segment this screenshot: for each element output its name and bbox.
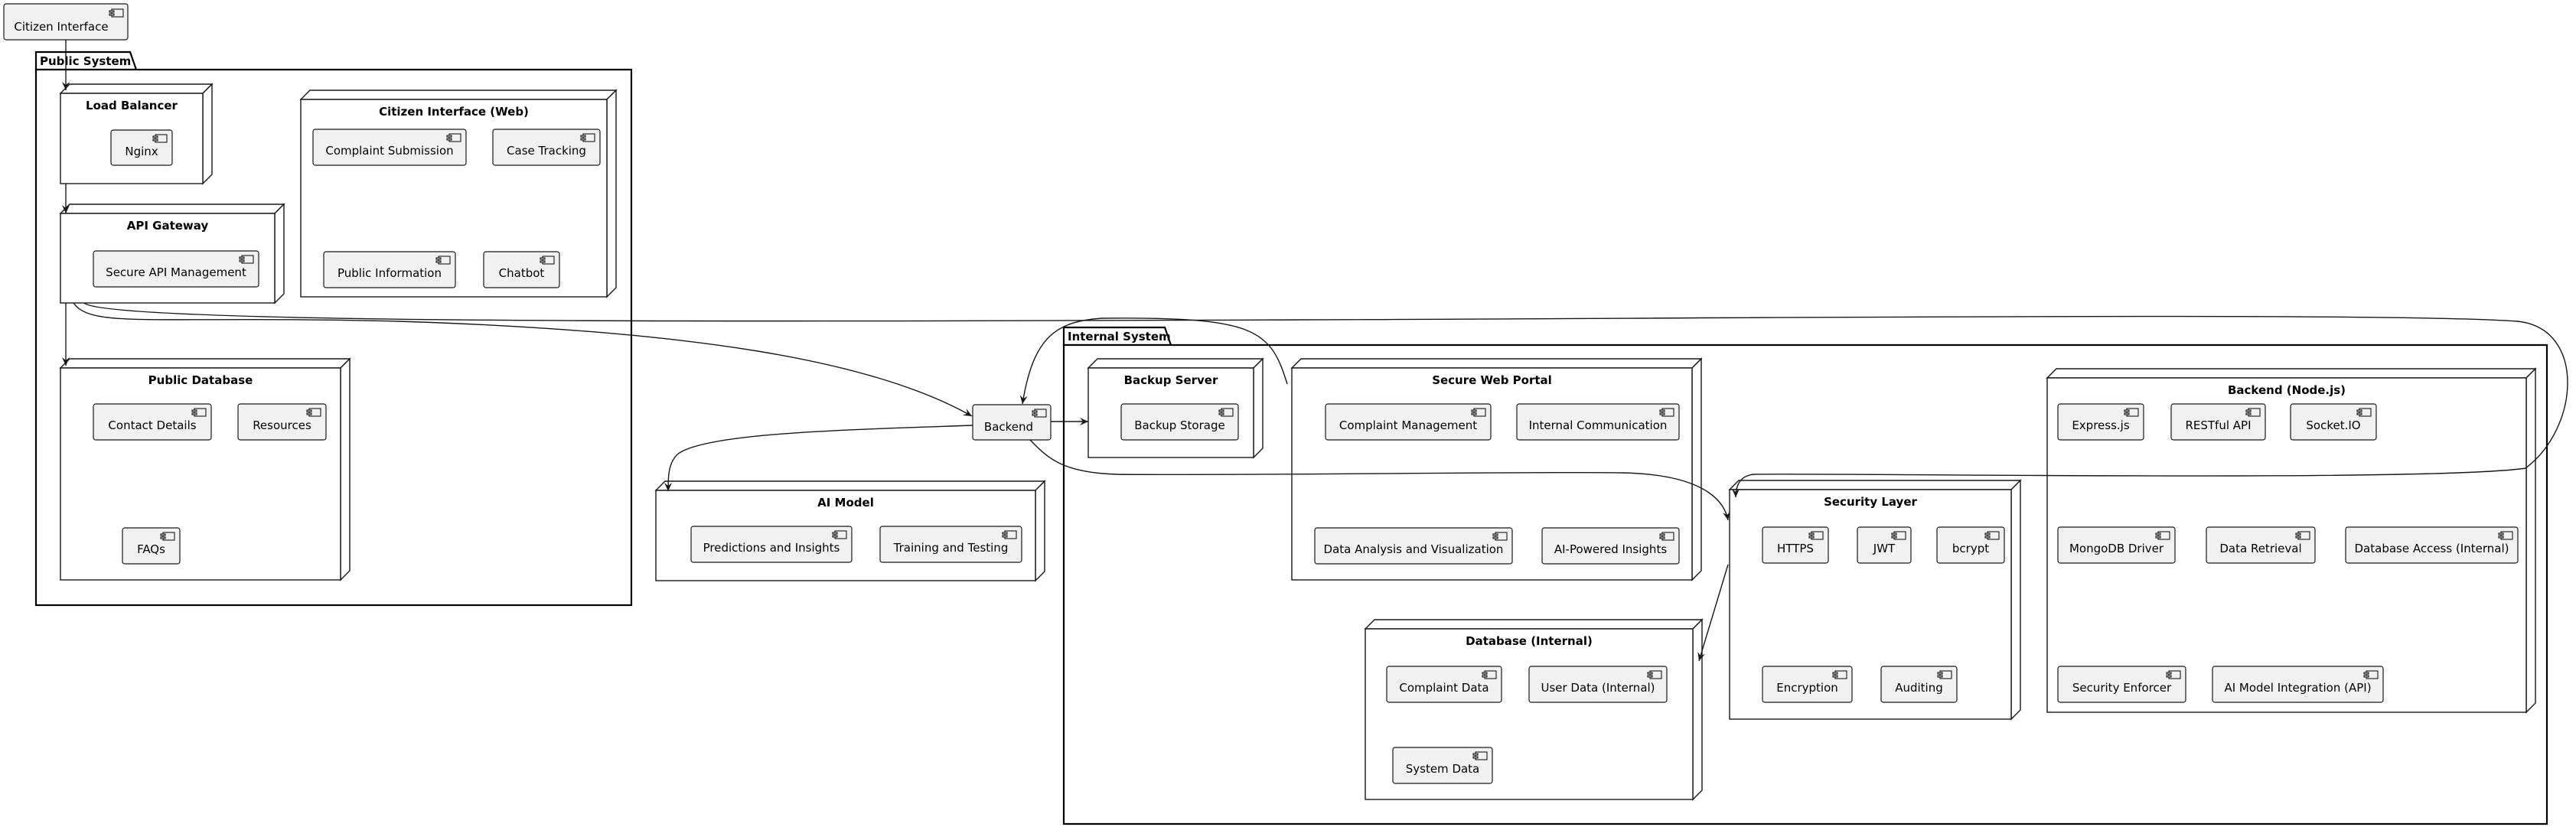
- component-backup-storage[interactable]: Backup Storage: [1120, 403, 1239, 441]
- node-title: Security Layer: [1824, 495, 1917, 509]
- node-title: Public Database: [148, 373, 253, 387]
- node-title: Backup Server: [1124, 373, 1218, 387]
- component-label: User Data (Internal): [1541, 681, 1655, 695]
- component-label: RESTful API: [2185, 418, 2251, 432]
- component-internal-communication[interactable]: Internal Communication: [1516, 403, 1680, 441]
- node-title: Load Balancer: [86, 99, 178, 112]
- component-label: Chatbot: [499, 266, 545, 280]
- component-label: AI-Powered Insights: [1554, 542, 1667, 556]
- component-encryption[interactable]: Encryption: [1762, 666, 1853, 703]
- component-label: Complaint Submission: [325, 144, 453, 158]
- component-label: Internal Communication: [1529, 418, 1668, 432]
- component-label: Complaint Data: [1399, 681, 1489, 695]
- node-title: Backend (Node.js): [2228, 383, 2346, 397]
- component-restful-api[interactable]: RESTful API: [2170, 403, 2266, 441]
- component-chatbot[interactable]: Chatbot: [483, 251, 560, 288]
- component-complaint-management[interactable]: Complaint Management: [1325, 403, 1492, 441]
- component-label: Contact Details: [108, 418, 196, 432]
- component-label: Resources: [253, 418, 311, 432]
- component-nginx[interactable]: Nginx: [110, 129, 173, 166]
- component-label: Training and Testing: [893, 541, 1009, 555]
- edge-backend-to-aimodel: [664, 425, 973, 492]
- component-label: HTTPS: [1777, 542, 1814, 555]
- component-predictions-and-insights[interactable]: Predictions and Insights: [690, 526, 853, 563]
- component-label: Complaint Management: [1339, 418, 1477, 432]
- node-backend-node[interactable]: Backend (Node.js) Express.js RESTful API So…: [2046, 367, 2537, 714]
- component-public-information[interactable]: Public Information: [323, 251, 456, 288]
- node-title: Citizen Interface (Web): [379, 105, 529, 119]
- connections: [62, 40, 2568, 662]
- edge-portal-to-backend: [1019, 317, 1288, 405]
- component-security-enforcer[interactable]: Security Enforcer: [2057, 666, 2186, 703]
- node-title: API Gateway: [127, 219, 209, 233]
- component-label: Socket.IO: [2306, 418, 2360, 432]
- component-data-analysis-and-visualization[interactable]: Data Analysis and Visualization: [1314, 527, 1513, 565]
- component-label: Secure API Management: [106, 265, 246, 279]
- component-backend[interactable]: Backend: [972, 404, 1052, 441]
- component-socket-io[interactable]: Socket.IO: [2290, 403, 2377, 441]
- component-label: Predictions and Insights: [703, 541, 840, 555]
- component-data-retrieval[interactable]: Data Retrieval: [2206, 526, 2316, 564]
- component-label: FAQs: [137, 542, 165, 556]
- node-title: Secure Web Portal: [1432, 373, 1552, 387]
- component-auditing[interactable]: Auditing: [1880, 666, 1958, 703]
- component-label: JWT: [1873, 542, 1896, 555]
- component-mongodb-driver[interactable]: MongoDB Driver: [2057, 526, 2176, 564]
- component-label: bcrypt: [1952, 542, 1989, 555]
- edge-security-to-internaldb: [1697, 564, 1729, 662]
- component-citizen-interface[interactable]: Citizen Interface: [3, 3, 129, 41]
- component-label: MongoDB Driver: [2069, 542, 2164, 555]
- component-user-data-internal[interactable]: User Data (Internal): [1528, 666, 1668, 703]
- component-label: Backup Storage: [1134, 418, 1224, 432]
- edge-backend-to-security: [1029, 439, 1730, 521]
- package-title: Public System: [40, 54, 131, 68]
- component-database-access-internal[interactable]: Database Access (Internal): [2345, 526, 2519, 564]
- component-label: AI Model Integration (API): [2224, 681, 2371, 695]
- edge-gateway-to-security: [83, 302, 2568, 498]
- node-internal-db[interactable]: Database (Internal) Complaint Data User Da…: [1364, 618, 1704, 801]
- node-title: Database (Internal): [1466, 634, 1593, 648]
- node-title: AI Model: [817, 496, 874, 510]
- component-case-tracking[interactable]: Case Tracking: [492, 129, 601, 166]
- component-label: Database Access (Internal): [2355, 542, 2509, 555]
- component-label: Nginx: [125, 145, 158, 158]
- component-express-js[interactable]: Express.js: [2057, 403, 2144, 441]
- component-bcrypt[interactable]: bcrypt: [1936, 526, 2005, 564]
- component-label: Data Retrieval: [2219, 542, 2301, 555]
- component-jwt[interactable]: JWT: [1857, 526, 1912, 564]
- component-ai-powered-insights[interactable]: AI-Powered Insights: [1541, 527, 1680, 565]
- component-complaint-submission[interactable]: Complaint Submission: [312, 129, 467, 166]
- package-title: Internal System: [1068, 330, 1171, 343]
- component-label: Citizen Interface: [14, 20, 108, 34]
- component-label: Public Information: [337, 266, 442, 280]
- component-resources[interactable]: Resources: [237, 403, 327, 441]
- component-contact-details[interactable]: Contact Details: [93, 403, 212, 441]
- component-label: Security Enforcer: [2072, 681, 2172, 695]
- component-system-data[interactable]: System Data: [1392, 747, 1493, 784]
- component-label: Backend: [984, 420, 1033, 434]
- component-secure-api-management[interactable]: Secure API Management: [93, 250, 259, 288]
- component-faqs[interactable]: FAQs: [122, 527, 181, 565]
- component-label: Data Analysis and Visualization: [1324, 542, 1504, 556]
- component-https[interactable]: HTTPS: [1762, 526, 1829, 564]
- component-label: System Data: [1406, 762, 1480, 776]
- component-label: Auditing: [1895, 681, 1943, 695]
- component-label: Express.js: [2072, 418, 2130, 432]
- component-ai-model-integration-api[interactable]: AI Model Integration (API): [2212, 666, 2384, 703]
- node-citizen-web[interactable]: Citizen Interface (Web) Complaint Submiss…: [299, 89, 618, 298]
- component-complaint-data[interactable]: Complaint Data: [1386, 666, 1502, 703]
- edge-gateway-to-backend: [73, 302, 973, 417]
- component-label: Encryption: [1776, 681, 1838, 695]
- component-label: Case Tracking: [507, 144, 586, 158]
- component-training-and-testing[interactable]: Training and Testing: [879, 526, 1022, 563]
